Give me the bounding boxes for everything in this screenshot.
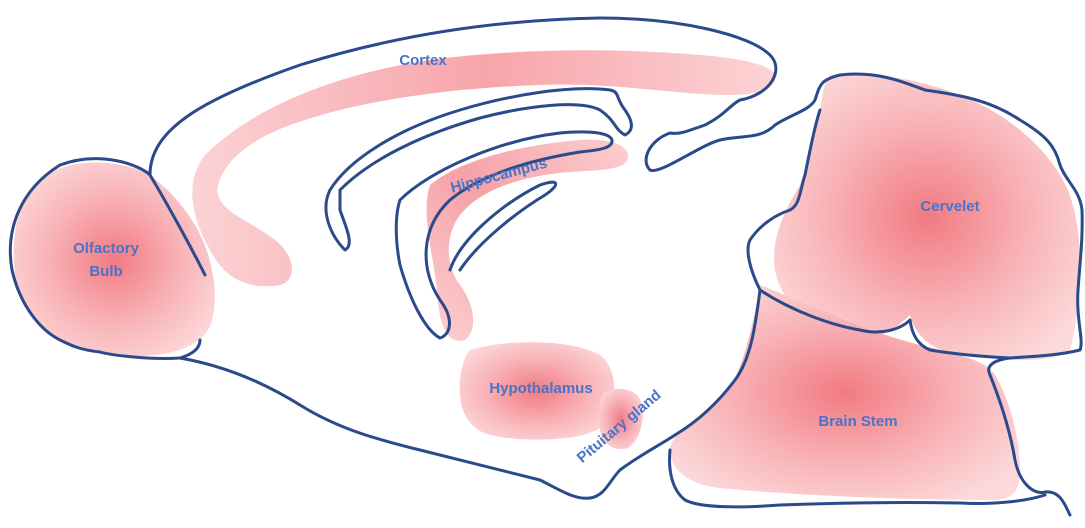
hypothalamus-label: Hypothalamus (489, 380, 592, 397)
olfactory-bulb-label-line2: Bulb (89, 263, 122, 280)
cortex-label: Cortex (399, 52, 447, 69)
olfactory-bulb-label-line1: Olfactory (73, 240, 140, 257)
cervelet-label: Cervelet (920, 198, 979, 215)
brain-stem-label: Brain Stem (818, 413, 897, 430)
